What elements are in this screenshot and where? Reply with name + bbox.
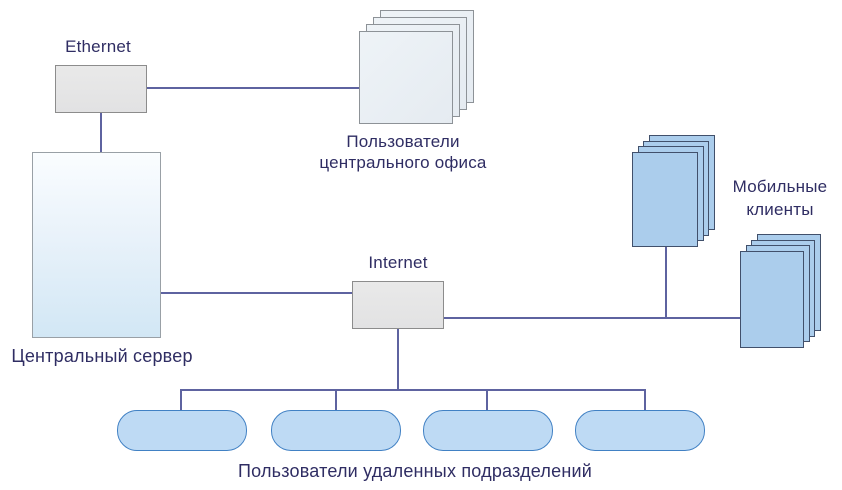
- edge-internet-to-bus: [397, 329, 399, 390]
- edge-ethernet-to-server: [100, 112, 102, 152]
- edge-bus-drop-3: [486, 389, 488, 411]
- remote-branch-pill-4: [575, 410, 705, 451]
- ethernet-label: Ethernet: [65, 37, 131, 56]
- remote-branch-pill-2: [271, 410, 401, 451]
- mobile-clients-stack-1: [632, 135, 715, 247]
- office-users-label: Пользователи центрального офиса: [319, 132, 487, 172]
- edge-ethernet-to-office-users: [147, 87, 359, 89]
- edge-bus-drop-2: [335, 389, 337, 411]
- edge-mobile-stack1-drop: [665, 246, 667, 318]
- mobile-clients-label: Мобильные клиенты: [732, 177, 828, 219]
- internet-label: Internet: [368, 253, 428, 272]
- remote-branch-pill-1: [117, 410, 247, 451]
- ethernet-switch-node: [55, 65, 147, 113]
- central-server-label: Центральный сервер: [11, 346, 193, 366]
- edge-bus-drop-1: [180, 389, 182, 411]
- mobile-clients-stack-2: [740, 234, 821, 348]
- remote-branch-pill-3: [423, 410, 553, 451]
- office-users-stack-layer: [359, 31, 453, 124]
- mobile-client-layer: [632, 152, 698, 247]
- edge-internet-to-mobile: [444, 317, 740, 319]
- edge-bus-drop-4: [644, 389, 646, 411]
- edge-server-to-internet: [161, 292, 352, 294]
- central-server-node: [32, 152, 161, 338]
- office-users-stack: [359, 10, 474, 124]
- mobile-client-layer: [740, 251, 804, 348]
- edge-remote-bus: [180, 389, 646, 391]
- internet-node: [352, 281, 444, 329]
- remote-users-label: Пользователи удаленных подразделений: [238, 461, 592, 481]
